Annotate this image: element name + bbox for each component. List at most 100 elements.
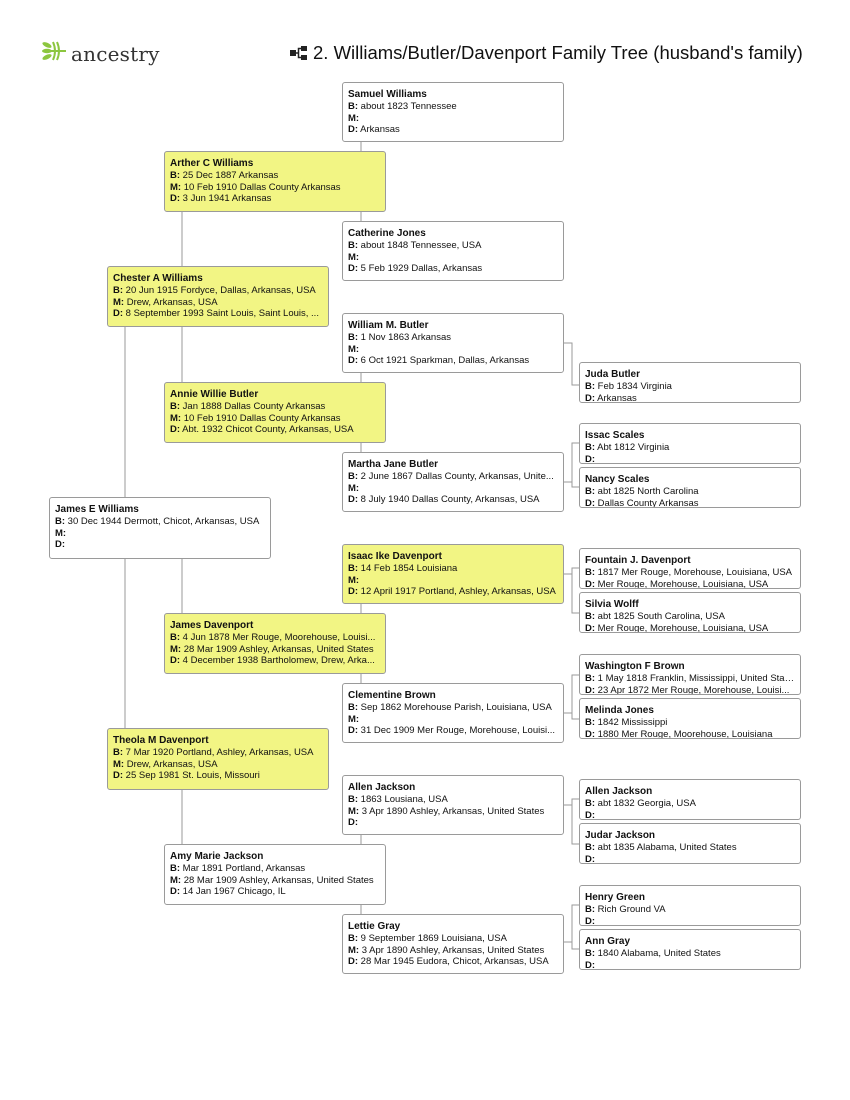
birth-value: 9 September 1869 Louisiana, USA [360,933,507,944]
death-label: D: [348,956,359,967]
ancestry-leaf-icon [41,40,67,67]
person-card-amy-marie-jackson[interactable]: Amy Marie Jackson B: Mar 1891 Portland, … [164,844,386,905]
death-value: Mer Rouge, Morehouse, Louisiana, USA [597,622,769,633]
death-label: D: [55,539,66,550]
death-label: D: [585,915,596,926]
marriage-label: M: [348,251,360,263]
person-card-henry-green[interactable]: Henry Green B: Rich Ground VA D: [579,885,801,926]
death-value: Arkansas [360,124,400,135]
person-card-samuel-williams[interactable]: Samuel Williams B: about 1823 Tennessee … [342,82,564,142]
person-card-fountain-j-davenport[interactable]: Fountain J. Davenport B: 1817 Mer Rouge,… [579,548,801,589]
person-name: Martha Jane Butler [348,459,439,470]
death-label: D: [585,497,596,508]
marriage-label: M: [348,482,360,494]
death-value: 14 Jan 1967 Chicago, IL [182,886,286,897]
person-card-ann-gray[interactable]: Ann Gray B: 1840 Alabama, United States … [579,929,801,970]
marriage-value: 10 Feb 1910 Dallas County Arkansas [183,181,341,193]
logo-wordmark: ancestry [71,41,160,66]
person-name: Arther C Williams [170,158,254,169]
title-text: 2. Williams/Butler/Davenport Family Tree… [313,42,803,63]
birth-label: B: [585,948,596,959]
person-name: Samuel Williams [348,89,427,100]
death-label: D: [348,817,359,828]
person-card-arther-c-williams[interactable]: Arther C Williams B: 25 Dec 1887 Arkansa… [164,151,386,212]
death-label: D: [585,392,596,403]
birth-value: 4 Jun 1878 Mer Rouge, Moorehouse, Louisi… [182,632,376,643]
birth-label: B: [348,563,359,574]
family-tree-icon [290,46,307,60]
death-label: D: [585,622,596,633]
death-value: 28 Mar 1945 Eudora, Chicot, Arkansas, US… [360,956,549,967]
person-card-william-m-butler[interactable]: William M. Butler B: 1 Nov 1863 Arkansas… [342,313,564,373]
birth-value: abt 1825 South Carolina, USA [597,611,725,622]
person-card-isaac-ike-davenport[interactable]: Isaac Ike Davenport B: 14 Feb 1854 Louis… [342,544,564,604]
death-label: D: [348,355,359,366]
birth-label: B: [348,471,359,482]
person-name: Ann Gray [585,936,631,947]
person-card-nancy-scales[interactable]: Nancy Scales B: abt 1825 North Carolina … [579,467,801,508]
birth-label: B: [348,702,359,713]
birth-value: 14 Feb 1854 Louisiana [360,563,458,574]
person-name: Allen Jackson [585,786,653,797]
person-card-silvia-wolff[interactable]: Silvia Wolff B: abt 1825 South Carolina,… [579,592,801,633]
death-value: 4 December 1938 Bartholomew, Drew, Arka.… [182,655,375,666]
marriage-label: M: [348,713,360,725]
birth-value: about 1823 Tennessee [360,101,457,112]
marriage-value: 3 Apr 1890 Ashley, Arkansas, United Stat… [361,944,545,956]
birth-label: B: [585,673,596,684]
death-label: D: [348,586,359,597]
person-name: James Davenport [170,620,254,631]
person-name: Issac Scales [585,430,645,441]
person-card-james-davenport[interactable]: James Davenport B: 4 Jun 1878 Mer Rouge,… [164,613,386,674]
marriage-value: Drew, Arkansas, USA [126,758,218,770]
person-card-judar-jackson[interactable]: Judar Jackson B: abt 1835 Alabama, Unite… [579,823,801,864]
person-card-james-e-williams[interactable]: James E Williams B: 30 Dec 1944 Dermott,… [49,497,271,559]
birth-label: B: [348,794,359,805]
birth-label: B: [585,904,596,915]
person-card-clementine-brown[interactable]: Clementine Brown B: Sep 1862 Morehouse P… [342,683,564,743]
birth-label: B: [585,611,596,622]
person-name: Juda Butler [585,369,641,380]
birth-label: B: [348,240,359,251]
birth-value: about 1848 Tennessee, USA [360,240,482,251]
person-name: Clementine Brown [348,690,436,701]
marriage-label: M: [113,758,125,770]
death-label: D: [170,886,181,897]
person-name: Silvia Wolff [585,599,639,610]
birth-value: Rich Ground VA [597,904,666,915]
person-card-martha-jane-butler[interactable]: Martha Jane Butler B: 2 June 1867 Dallas… [342,452,564,512]
death-value: Abt. 1932 Chicot County, Arkansas, USA [182,424,354,435]
marriage-value: 28 Mar 1909 Ashley, Arkansas, United Sta… [183,643,374,655]
marriage-label: M: [170,874,182,886]
person-name: Theola M Davenport [113,735,209,746]
death-value: 5 Feb 1929 Dallas, Arkansas [360,263,483,274]
marriage-label: M: [348,343,360,355]
death-value: 12 April 1917 Portland, Ashley, Arkansas… [360,586,556,597]
person-card-juda-butler[interactable]: Juda Butler B: Feb 1834 Virginia D: Arka… [579,362,801,403]
birth-label: B: [170,401,181,412]
person-card-allen-jackson[interactable]: Allen Jackson B: 1863 Lousiana, USA M: 3… [342,775,564,835]
birth-value: 30 Dec 1944 Dermott, Chicot, Arkansas, U… [67,516,260,527]
birth-value: Feb 1834 Virginia [597,381,672,392]
death-label: D: [113,308,124,319]
birth-label: B: [585,798,596,809]
person-card-allen-jackson-sr[interactable]: Allen Jackson B: abt 1832 Georgia, USA D… [579,779,801,820]
birth-value: abt 1835 Alabama, United States [597,842,737,853]
person-card-lettie-gray[interactable]: Lettie Gray B: 9 September 1869 Louisian… [342,914,564,974]
person-card-theola-m-davenport[interactable]: Theola M Davenport B: 7 Mar 1920 Portlan… [107,728,329,790]
marriage-label: M: [348,805,360,817]
marriage-label: M: [55,527,67,539]
death-value: 1880 Mer Rouge, Moorehouse, Louisiana [597,728,773,739]
person-card-chester-a-williams[interactable]: Chester A Williams B: 20 Jun 1915 Fordyc… [107,266,329,327]
person-card-melinda-jones[interactable]: Melinda Jones B: 1842 Mississippi D: 188… [579,698,801,739]
birth-value: 1 May 1818 Franklin, Mississippi, United… [597,673,795,684]
person-card-washington-f-brown[interactable]: Washington F Brown B: 1 May 1818 Frankli… [579,654,801,695]
death-label: D: [585,853,596,864]
death-value: 25 Sep 1981 St. Louis, Missouri [125,770,260,781]
person-card-issac-scales[interactable]: Issac Scales B: Abt 1812 Virginia D: [579,423,801,464]
person-card-annie-willie-butler[interactable]: Annie Willie Butler B: Jan 1888 Dallas C… [164,382,386,443]
death-value: Mer Rouge, Morehouse, Louisiana, USA [597,578,769,589]
person-card-catherine-jones[interactable]: Catherine Jones B: about 1848 Tennessee,… [342,221,564,281]
birth-label: B: [585,717,596,728]
birth-value: Sep 1862 Morehouse Parish, Louisiana, US… [360,702,552,713]
